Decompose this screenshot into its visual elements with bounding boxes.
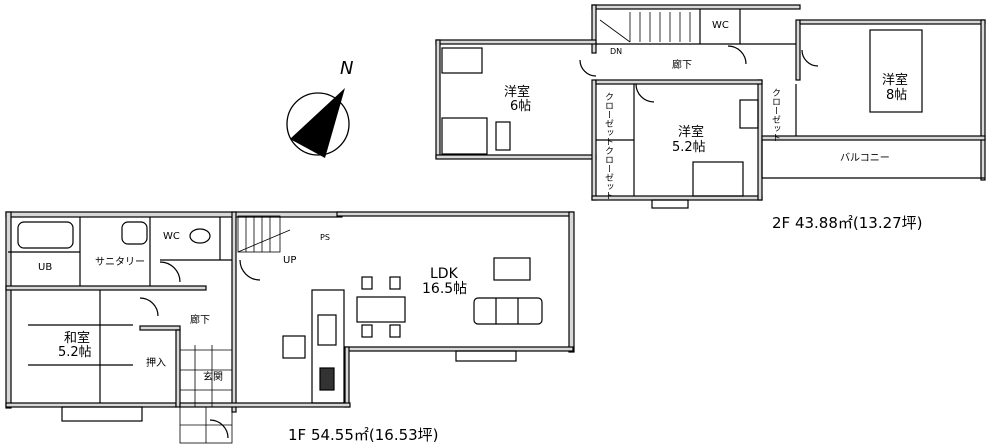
ldk-size: 16.5帖	[422, 281, 468, 297]
wc1-label: WC	[163, 231, 180, 242]
western-room-b-size: 5.2帖	[672, 140, 706, 155]
western-room-c-label: 洋室	[882, 73, 909, 88]
washitsu-size: 5.2帖	[58, 345, 92, 360]
compass-north-label: N	[340, 58, 354, 79]
floor1-walls	[5, 211, 575, 413]
closet-1-label: クローゼット	[603, 92, 613, 146]
ub-label: UB	[38, 262, 53, 273]
stairs-down-label: DN	[610, 47, 623, 56]
sanitary-label: サニタリー	[95, 257, 145, 268]
closet-2-label: クローゼット	[603, 146, 613, 200]
genkan-label: 玄関	[203, 372, 223, 383]
western-room-a-label: 洋室	[504, 85, 531, 100]
wc2-label: WC	[712, 20, 729, 31]
floor1-area-label: 1F 54.55㎡(16.53坪)	[288, 426, 439, 444]
closet-3-label: クローゼット	[770, 88, 780, 142]
hall2-label: 廊下	[672, 60, 692, 71]
floor2-area-label: 2F 43.88㎡(13.27坪)	[772, 214, 923, 232]
compass-icon	[286, 88, 350, 158]
stairs-up-label: UP	[283, 255, 297, 266]
western-room-b-label: 洋室	[678, 125, 705, 140]
western-room-c-size: 8帖	[886, 88, 908, 103]
western-room-a-size: 6帖	[510, 99, 532, 114]
floor2-walls	[435, 4, 986, 201]
washitsu-label: 和室	[64, 331, 91, 346]
balcony-label: バルコニー	[840, 153, 890, 164]
oshiire-label: 押入	[146, 358, 166, 369]
hall1-label: 廊下	[190, 315, 210, 326]
ps-label: PS	[320, 233, 330, 242]
ldk-label: LDK	[430, 266, 458, 282]
